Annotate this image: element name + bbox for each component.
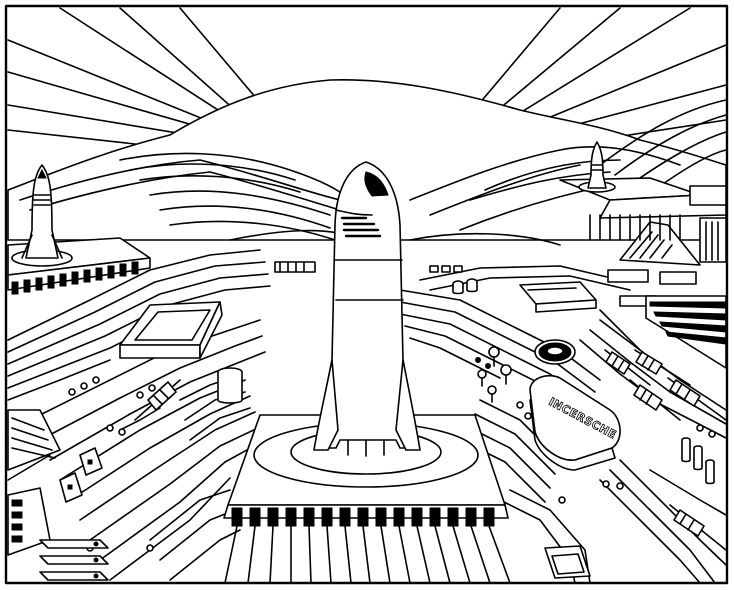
labeled-chip: INCERSCHE	[529, 374, 621, 471]
left-resistor	[134, 379, 181, 421]
upper-right-flat-chip	[519, 281, 597, 313]
left-rocket	[21, 164, 63, 259]
left-stacked-block	[7, 409, 61, 556]
right-launch-platform	[559, 177, 727, 263]
right-resistors	[604, 349, 727, 551]
right-vent-block	[645, 295, 727, 369]
left-chip-block	[119, 301, 223, 359]
left-cylinder-capacitor	[217, 367, 243, 404]
bottom-left-connectors	[39, 539, 109, 581]
mountain-range	[7, 78, 727, 266]
right-small-cylinders	[681, 437, 715, 485]
right-rocket	[587, 141, 607, 189]
central-microchip	[223, 414, 511, 584]
picture-frame	[4, 4, 729, 585]
bottom-right-box	[544, 545, 591, 579]
left-capacitors	[59, 447, 103, 503]
top-small-chip	[274, 261, 316, 273]
mid-small-chips	[429, 265, 478, 295]
leds	[475, 346, 512, 403]
inductor-coil	[534, 339, 576, 365]
main-rocket	[313, 161, 421, 457]
